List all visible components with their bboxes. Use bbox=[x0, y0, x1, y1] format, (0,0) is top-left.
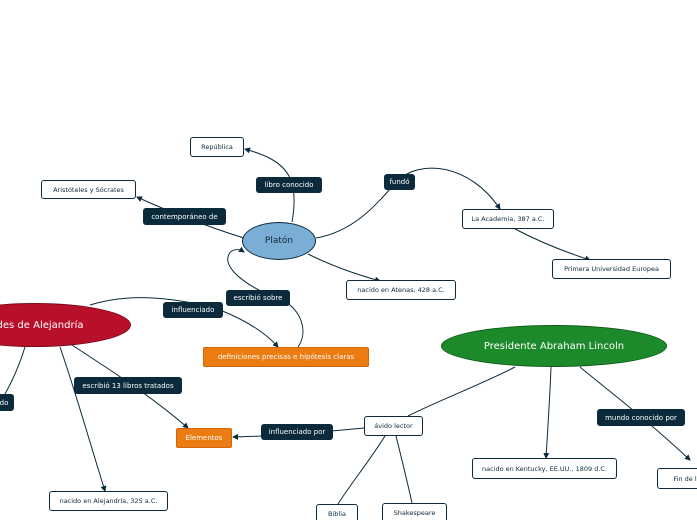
label-escribio-13-libros[interactable]: escribió 13 libros tratados bbox=[74, 377, 182, 394]
node-avido-lector[interactable]: ávido lector bbox=[364, 416, 423, 436]
label-mundo-conocido-por[interactable]: mundo conocido por bbox=[597, 409, 685, 426]
node-primera-universidad[interactable]: Primera Universidad Europea bbox=[552, 259, 671, 279]
node-definiciones[interactable]: definiciones precisas e hipótesis claras bbox=[203, 347, 369, 367]
node-nacido-alejandria[interactable]: nacido en Alejandría, 325 a.C. bbox=[49, 491, 168, 511]
node-biblia[interactable]: Biblia bbox=[316, 504, 358, 520]
link-lincoln-avido bbox=[407, 366, 516, 417]
link-avido-shakespeare bbox=[395, 435, 413, 504]
link-platon-atenas bbox=[307, 253, 381, 283]
label-libro-conocido[interactable]: libro conocido bbox=[256, 177, 322, 193]
label-fundo[interactable]: fundó bbox=[384, 174, 415, 190]
link-academia-universidad bbox=[514, 228, 591, 262]
link-euclides-alejandria bbox=[59, 346, 107, 492]
link-lincoln-kentucky bbox=[543, 366, 552, 459]
link-platon-republica bbox=[244, 147, 295, 223]
label-contemporaneo-de[interactable]: contemporáneo de bbox=[143, 208, 226, 225]
link-lincoln-fin bbox=[579, 366, 691, 461]
label-influenciado-por[interactable]: influenciado por bbox=[261, 424, 333, 440]
node-nacido-atenas[interactable]: nacido en Atenas, 428 a.C. bbox=[346, 280, 456, 300]
node-elementos[interactable]: Elementos bbox=[176, 428, 232, 448]
node-lincoln[interactable]: Presidente Abraham Lincoln bbox=[441, 325, 667, 367]
node-shakespeare[interactable]: Shakespeare bbox=[382, 503, 447, 520]
node-platon[interactable]: Platón bbox=[242, 222, 316, 260]
label-do[interactable]: do bbox=[0, 394, 14, 411]
node-fin-de-la[interactable]: Fin de la bbox=[657, 468, 697, 489]
link-euclides-do bbox=[4, 346, 26, 395]
node-nacido-kentucky[interactable]: nacido en Kentucky, EE.UU., 1809 d.C. bbox=[472, 458, 617, 479]
node-republica[interactable]: República bbox=[190, 137, 244, 157]
node-la-academia[interactable]: La Academia, 387 a.C. bbox=[462, 209, 554, 229]
link-definiciones-platon bbox=[227, 246, 304, 348]
label-influenciado[interactable]: influenciado bbox=[163, 302, 223, 318]
node-aristoteles-socrates[interactable]: Aristóteles y Sócrates bbox=[41, 180, 136, 199]
link-avido-biblia bbox=[337, 435, 386, 505]
label-escribio-sobre[interactable]: escribió sobre bbox=[226, 290, 290, 306]
